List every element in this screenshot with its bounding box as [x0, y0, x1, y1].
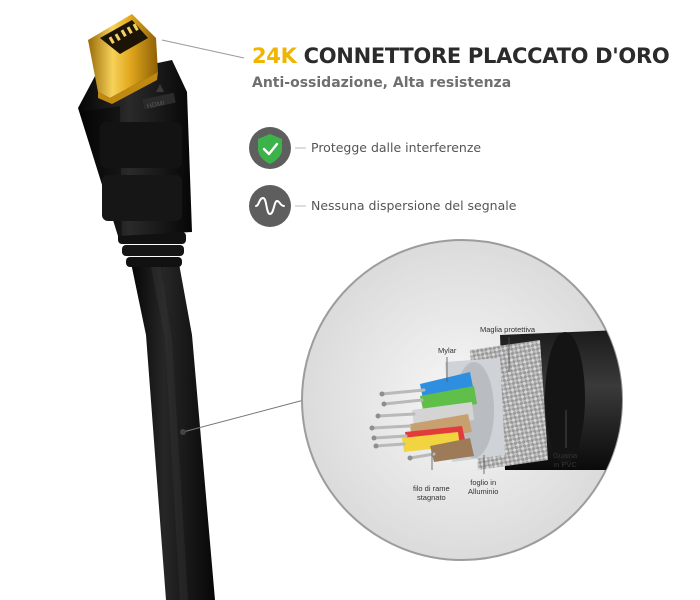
feature-text-interference: Protegge dalle interferenze [311, 140, 482, 155]
strain-relief [118, 232, 186, 267]
hdmi-cable [130, 258, 215, 600]
headline: 24K CONNETTORE PLACCATO D'ORO [252, 44, 670, 68]
callout-tinned-copper: filo di rame stagnato [413, 484, 450, 502]
subline: Anti-ossidazione, Alta resistenza [252, 75, 512, 91]
callout-mylar: Mylar [438, 346, 457, 355]
svg-text:HDMI: HDMI [146, 100, 165, 111]
detail-leader-line [182, 399, 305, 433]
hdmi-connector: HDMI [78, 60, 192, 236]
gold-plug [88, 14, 158, 104]
shield-check-icon [249, 127, 291, 169]
feature-text-signal: Nessuna dispersione del segnale [311, 198, 517, 213]
callout-shield-mesh: Maglia protettiva [480, 325, 536, 334]
callout-aluminum-foil: foglio in Alluminio [468, 478, 499, 496]
callout-pvc-jacket: Guaina in PVC [553, 451, 578, 469]
headline-text: CONNETTORE PLACCATO D'ORO [303, 44, 670, 68]
cable-cross-section [301, 239, 623, 561]
signal-wave-icon [249, 185, 291, 227]
detail-leader-dot [180, 429, 186, 435]
headline-accent: 24K [252, 44, 297, 68]
plug-leader-line [161, 39, 245, 59]
